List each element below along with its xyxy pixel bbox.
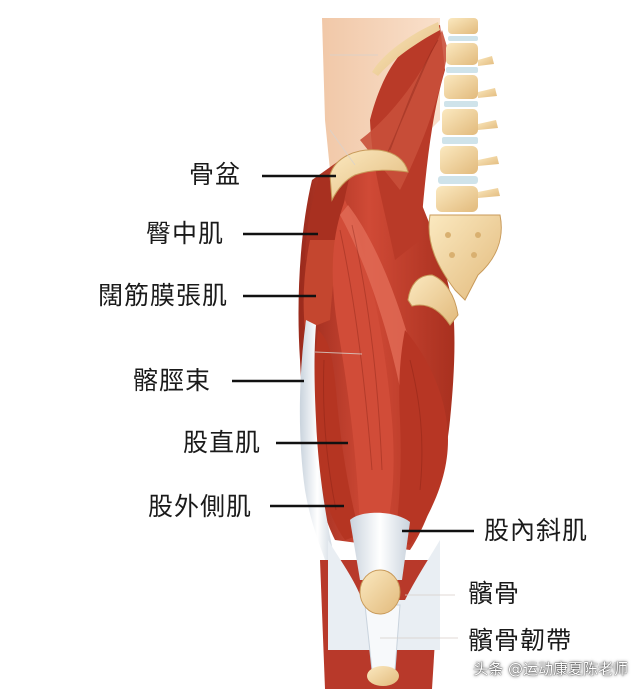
tibial-tuberosity bbox=[367, 666, 399, 686]
rectus-femoris-muscle bbox=[332, 200, 394, 535]
knee-capsule bbox=[328, 540, 440, 650]
gluteus-medius-muscle bbox=[305, 175, 350, 260]
label-vastus-lateralis: 股外側肌 bbox=[148, 492, 253, 521]
watermark: 头条 @运动康夏陈老师 bbox=[473, 660, 628, 678]
label-patella: 髕骨 bbox=[468, 579, 521, 608]
label-patellar-ligament: 髕骨韌帶 bbox=[468, 626, 573, 655]
lumbar-spine bbox=[428, 18, 502, 301]
patella-bone bbox=[359, 569, 401, 615]
pelvis-bone bbox=[329, 149, 409, 202]
label-rectus-femoris: 股直肌 bbox=[183, 428, 262, 457]
sartorius-upper bbox=[360, 30, 448, 190]
label-tensor-fasciae-latae: 闊筋膜張肌 bbox=[98, 281, 229, 310]
pubic-bone bbox=[407, 274, 459, 326]
iliotibial-band-strip bbox=[299, 320, 335, 560]
muscle-fibres bbox=[323, 39, 439, 511]
label-gluteus-medius: 臀中肌 bbox=[146, 219, 225, 248]
label-leader-lines bbox=[232, 174, 474, 533]
iliac-crest bbox=[372, 22, 440, 76]
label-iliotibial-band: 髂脛束 bbox=[133, 366, 212, 395]
tfl-muscle bbox=[303, 240, 338, 330]
label-vastus-medialis: 股內斜肌 bbox=[484, 516, 589, 545]
vastus-lateralis-muscle bbox=[313, 330, 360, 540]
quadriceps-tendon bbox=[350, 512, 410, 580]
label-pelvis: 骨盆 bbox=[189, 160, 242, 189]
vastus-medialis-muscle bbox=[395, 330, 448, 545]
illustration-guide-lines bbox=[314, 54, 458, 639]
